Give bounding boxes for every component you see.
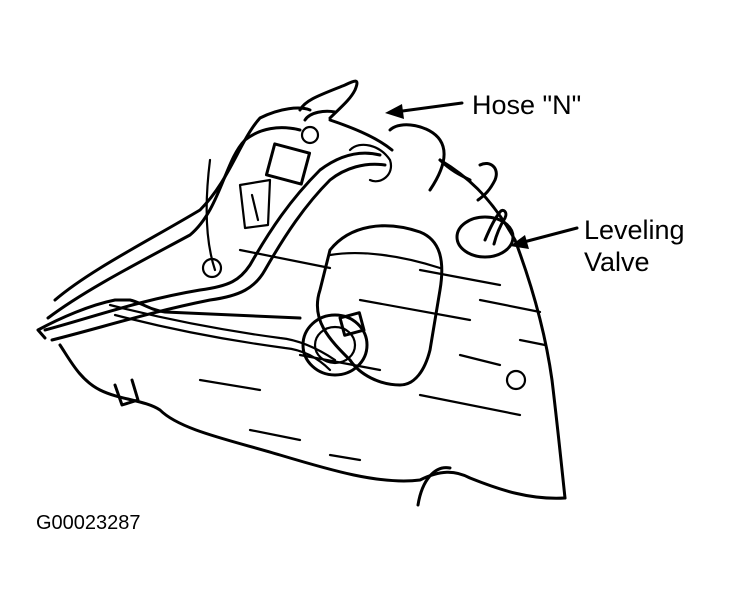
boss [505,369,527,391]
hose-n-label: Hose "N" [472,90,582,120]
bracket-side [238,178,272,230]
hose-right [476,162,498,202]
lower-bump [416,466,452,507]
panel-lines [198,158,547,462]
bracket [264,142,312,186]
tube-bundle-3 [108,303,337,362]
figure-id: G00023287 [36,512,141,534]
hose-n-arrowhead [385,104,404,119]
leveling-valve-stem [483,208,508,246]
pump-module [315,224,444,387]
hose-n-leader [393,101,464,114]
boss [201,257,223,279]
leveling-valve-arrowhead [510,235,529,249]
tube-bundle [43,151,382,332]
tube-bundle-2 [50,162,387,342]
connector [338,311,366,337]
leveling-valve-label-line1: Leveling [584,215,685,245]
hose-top-ring [348,143,393,183]
pump-module-top [328,252,442,270]
leveling-valve-label-line2: Valve [584,247,650,277]
leveling-valve-base [455,215,515,259]
tank-inner-edge [46,126,302,320]
pump-ring [301,313,369,377]
tank-side-right [513,238,567,500]
mount-tab [113,378,140,407]
pump-ring-inner [313,325,357,365]
hose-n-clamp [300,125,320,145]
tube-bundle-4 [113,313,332,372]
tank-outline [36,298,567,500]
leveling-valve-leader [518,226,579,245]
hose-n [298,79,359,122]
hose-loop [388,123,472,192]
